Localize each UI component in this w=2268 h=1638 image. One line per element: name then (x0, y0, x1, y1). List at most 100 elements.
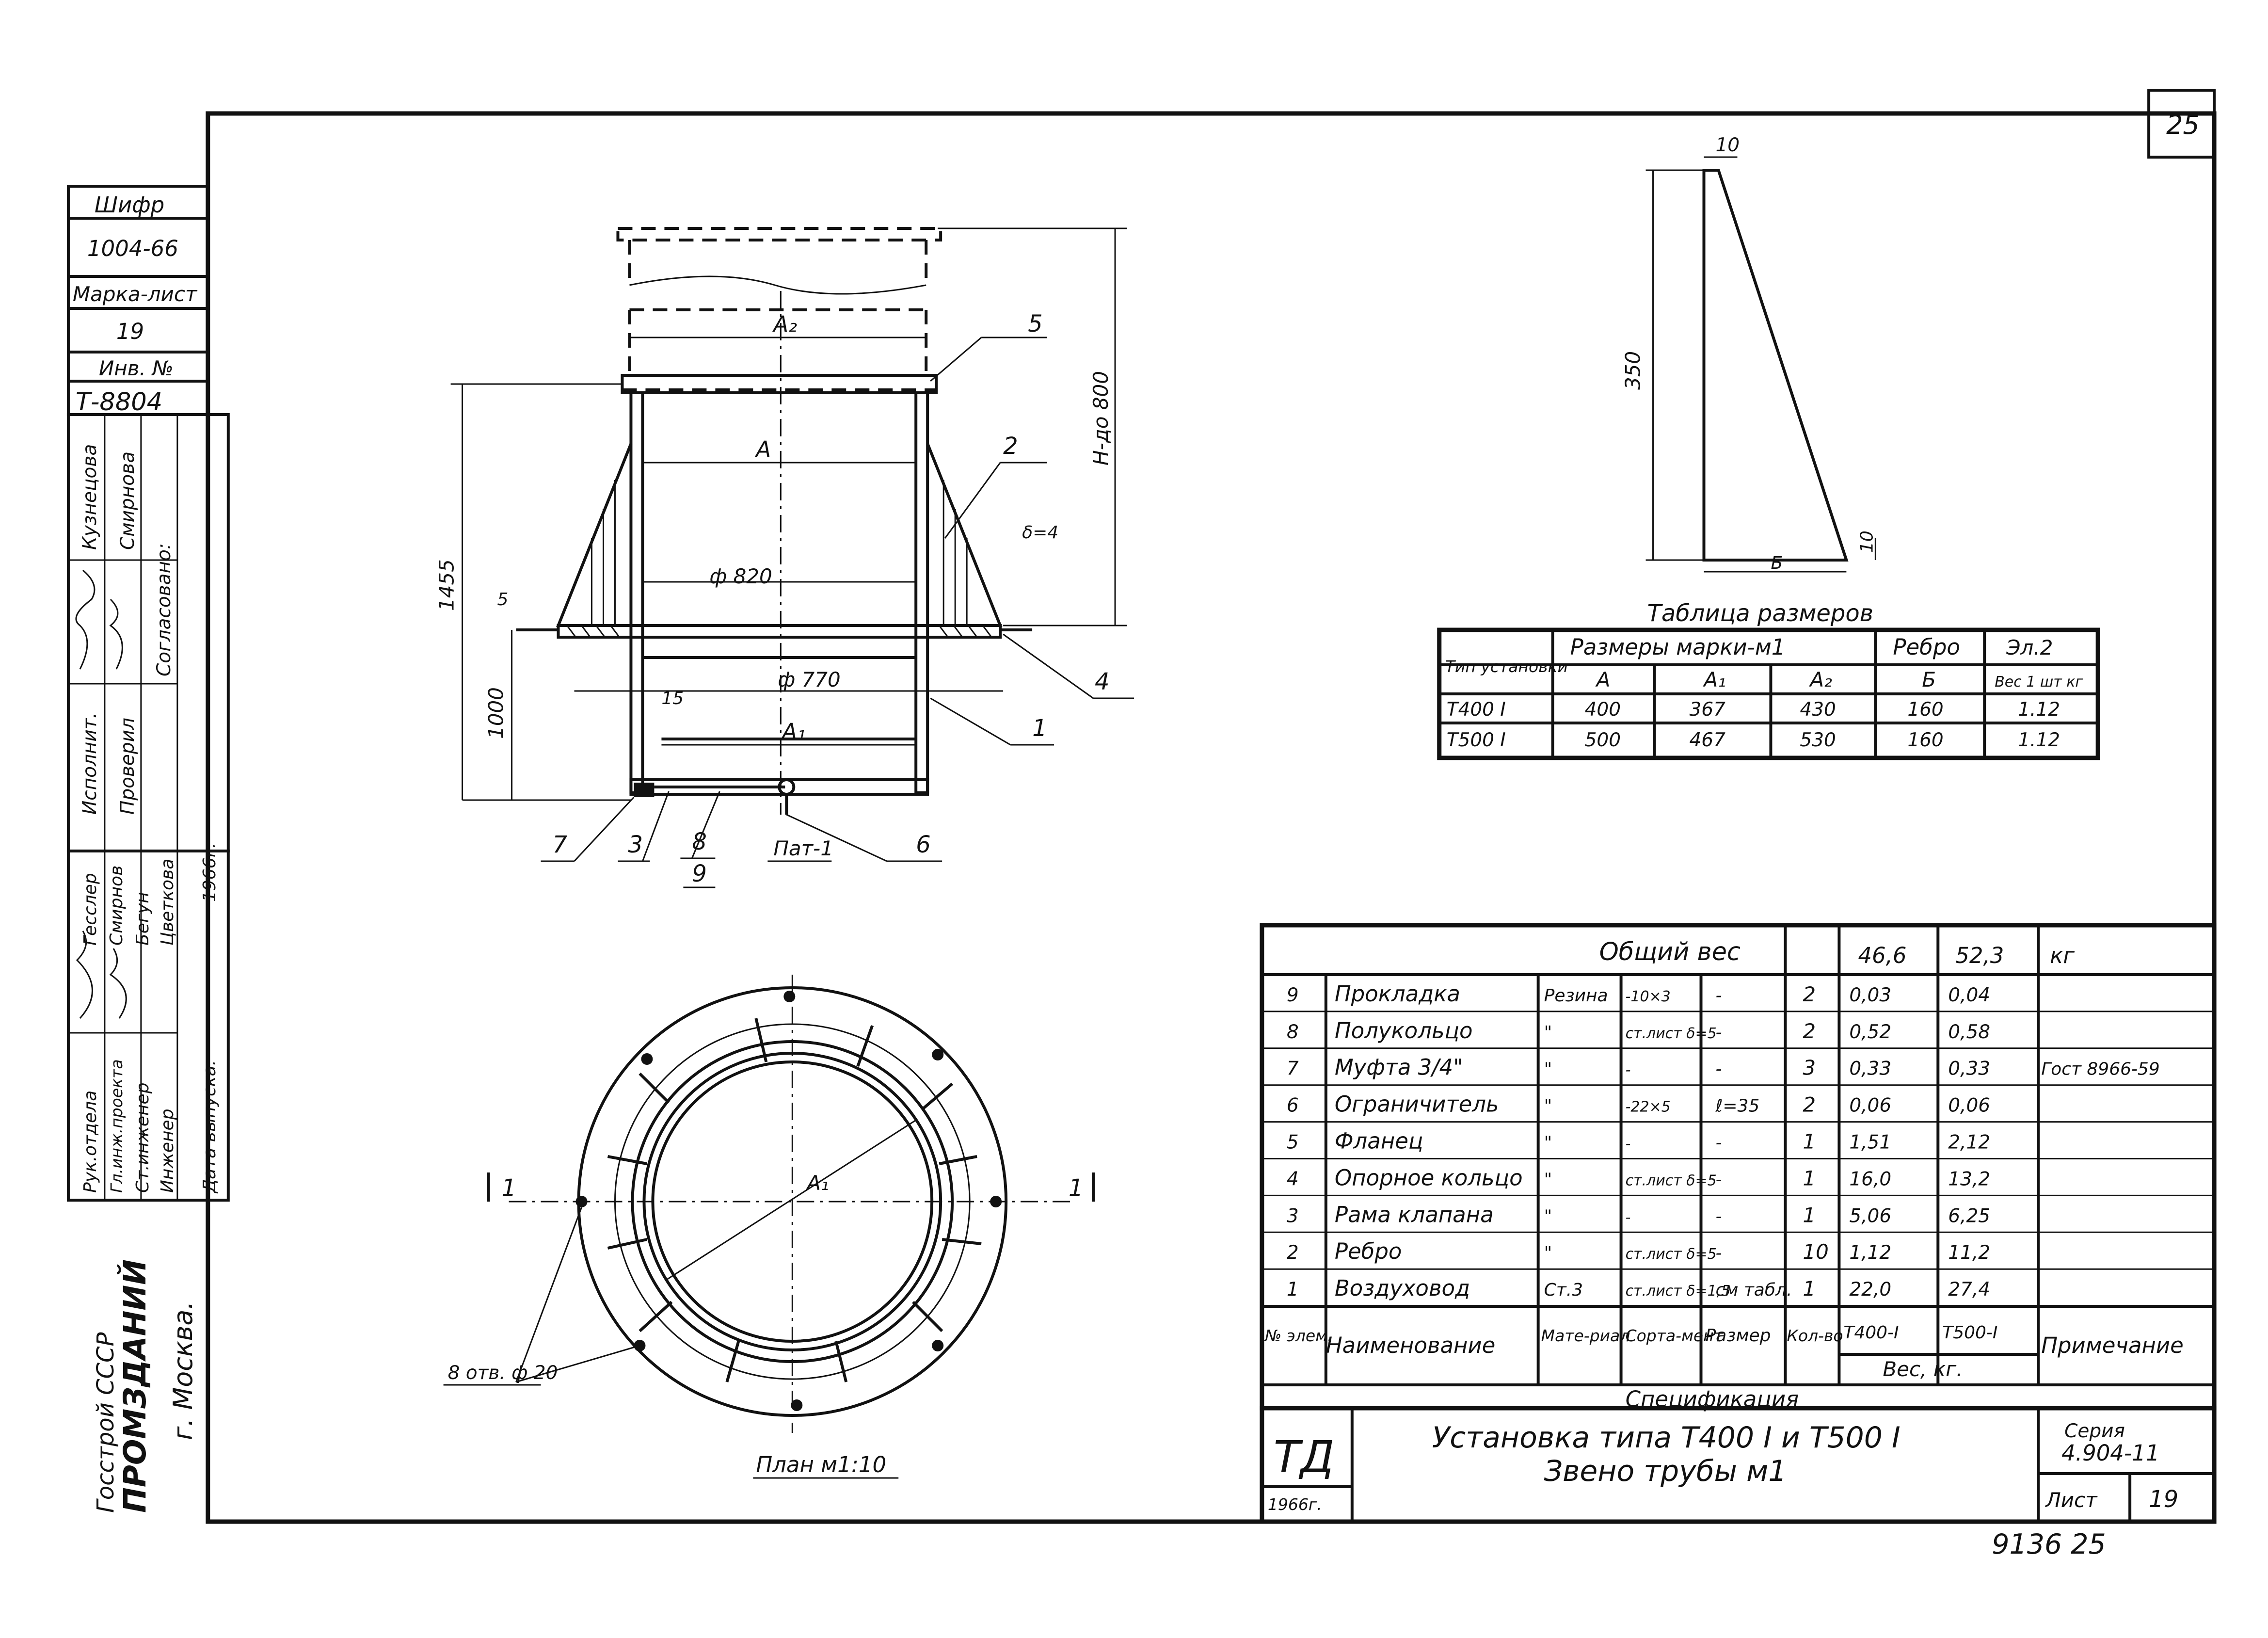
rib-dim-height: 350 (1621, 351, 1645, 390)
spec-t500: 0,33 (1948, 1058, 1990, 1080)
callout-8: 8 (692, 828, 707, 855)
dims-row1-weight: 1.12 (2018, 699, 2060, 721)
spec-t500: 6,25 (1948, 1205, 1990, 1227)
dim-1000: 1000 (484, 687, 508, 739)
spec-size: - (1715, 1060, 1722, 1079)
spec-size: - (1715, 1243, 1722, 1263)
dim-5: 5 (497, 590, 509, 610)
plan-ribs (607, 1018, 982, 1382)
stamp-col1-b: Проверил (117, 718, 139, 815)
spec-t400: 0,03 (1849, 984, 1891, 1006)
support-ring (557, 624, 1002, 639)
spec-no: 2 (1287, 1242, 1299, 1264)
rib-dim-bottom: 10 (1857, 530, 1877, 553)
spec-sortament: ст.лист δ=5 (1626, 1025, 1717, 1042)
spec-material: Ст.3 (1544, 1280, 1583, 1300)
spec-name: Рама клапана (1335, 1202, 1494, 1227)
spec-material: Резина (1544, 986, 1608, 1006)
section-mark-left: 1 (502, 1174, 517, 1202)
spec-qty: 2 (1803, 1093, 1816, 1117)
spec-sortament: - (1626, 1209, 1631, 1226)
title-line2: Звено трубы м1 (1544, 1454, 1787, 1488)
signature-4 (109, 948, 127, 1019)
spec-no: 5 (1287, 1131, 1299, 1153)
spec-qty: 2 (1803, 982, 1816, 1006)
spec-h-material: Мате-риал (1541, 1326, 1630, 1345)
names-col-d: Цветкова (158, 859, 177, 946)
inv-label: Инв. № (99, 356, 174, 380)
title-logo: ТД (1274, 1432, 1334, 1483)
series-label: Серия (2064, 1420, 2125, 1442)
stamp-col1-c: Согласовано: (153, 543, 175, 676)
spec-h-t400: Т400-I (1843, 1323, 1899, 1343)
spec-h-note: Примечание (2041, 1333, 2184, 1358)
dims-table-title: Таблица размеров (1647, 600, 1873, 627)
dims-row2-a1: 467 (1690, 729, 1726, 751)
spec-t500: 2,12 (1948, 1131, 1990, 1153)
spec-size: - (1715, 1023, 1722, 1043)
dim-15: 15 (661, 689, 684, 708)
spec-t400: 0,33 (1849, 1058, 1891, 1080)
spec-name: Муфта 3/4" (1335, 1055, 1463, 1080)
spec-h-qty: Кол-во (1787, 1326, 1843, 1345)
spec-t400: 1,12 (1849, 1242, 1891, 1264)
dims-row2-a: 500 (1585, 729, 1621, 751)
callout-7: 7 (553, 831, 568, 858)
dims-h-sizes: Размеры марки-м1 (1570, 634, 1786, 660)
spec-sortament: ст.лист δ=1,5 (1626, 1283, 1731, 1300)
spec-sortament: - (1626, 1135, 1631, 1152)
dims-row2-type: Т500 I (1447, 729, 1506, 751)
dims-h-a2: A₂ (1808, 668, 1832, 691)
spec-material: " (1544, 1096, 1552, 1116)
dims-row1-b: 160 (1907, 699, 1943, 721)
spec-t400: 0,06 (1849, 1095, 1891, 1117)
dim-phi770: ф 770 (778, 668, 840, 691)
dim-1455: 1455 (435, 559, 459, 611)
spec-size: - (1715, 986, 1722, 1006)
spec-material: " (1544, 1206, 1552, 1226)
signature-2 (109, 598, 123, 670)
pipe-wall-left (629, 391, 644, 794)
spec-t400: 22,0 (1849, 1279, 1891, 1301)
spec-h-weight: Вес, кг. (1883, 1357, 1963, 1381)
valve-frame (629, 778, 929, 796)
callout-1: 1 (1032, 715, 1047, 742)
spec-h-t500: Т500-I (1942, 1323, 1997, 1343)
left-stamp: Шифр 1004-66 Марка-лист 19 Инв. № Т-8804… (66, 185, 230, 1513)
rib-sketch: 10 350 10 Б (1621, 134, 1877, 573)
spec-qty: 1 (1803, 1203, 1816, 1227)
sheet-label: Лист (2044, 1488, 2098, 1512)
spec-no: 3 (1287, 1205, 1299, 1227)
spec-h-name: Наименование (1326, 1333, 1496, 1358)
stamp-col2-b: Смирнова (117, 451, 139, 550)
rib-dim-b: Б (1771, 553, 1783, 573)
signature-1 (75, 569, 96, 670)
spec-size: см табл. (1715, 1280, 1792, 1300)
dims-row1-a: 400 (1585, 699, 1621, 721)
dim-phi820: ф 820 (709, 564, 772, 588)
dims-h-rib: Ребро (1893, 634, 1960, 660)
spec-no: 1 (1287, 1279, 1299, 1301)
rib-right (926, 443, 1003, 627)
cipher-value: 1004-66 (87, 236, 178, 261)
spec-t400: 0,52 (1849, 1021, 1891, 1043)
spec-no: 4 (1287, 1168, 1299, 1190)
spec-note: Гост 8966-59 (2041, 1060, 2160, 1079)
spec-t500: 0,04 (1948, 984, 1990, 1006)
sheet-frame (206, 111, 2217, 1524)
spec-no: 9 (1287, 984, 1299, 1006)
section-mark-right: 1 (1069, 1174, 1084, 1202)
dims-h-el: Эл.2 (2006, 636, 2053, 659)
org-short: ПРОМЗДАНИЙ (117, 1259, 153, 1513)
spec-material: " (1544, 1170, 1552, 1189)
dims-row1-type: Т400 I (1447, 699, 1506, 721)
sheet-value: 19 (2149, 1486, 2178, 1513)
org-col-d: Инженер (158, 1108, 177, 1193)
mark-label: Марка-лист (73, 282, 198, 306)
spec-name: Ограничитель (1335, 1092, 1499, 1117)
spec-size: - (1715, 1133, 1722, 1153)
cipher-label: Шифр (95, 192, 164, 218)
callout-2: 2 (1003, 433, 1018, 460)
bottom-number: 9136 25 (1992, 1528, 2106, 1560)
spec-name: Прокладка (1335, 981, 1460, 1007)
